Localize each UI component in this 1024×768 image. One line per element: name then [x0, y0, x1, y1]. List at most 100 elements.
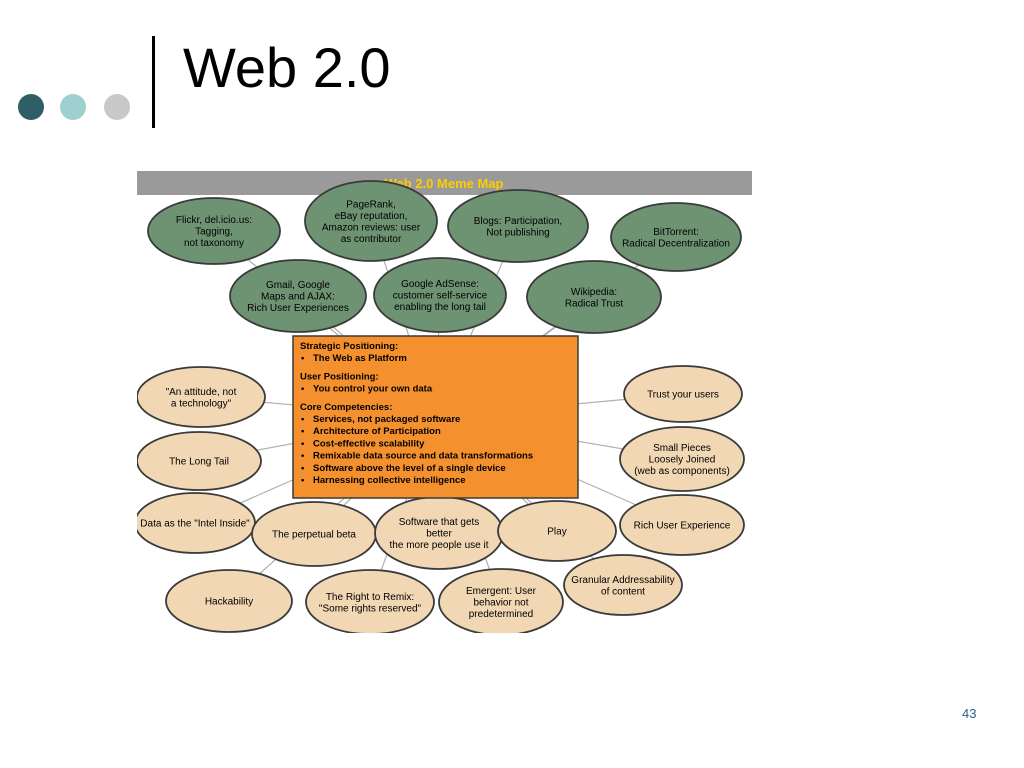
meme-map-title: Web 2.0 Meme Map — [385, 176, 504, 191]
core-bullet-icon: • — [301, 414, 305, 425]
node-ellipse-rich-ux — [619, 494, 745, 556]
meme-map-banner — [137, 171, 752, 195]
node-label-adsense: Google AdSense: — [401, 279, 479, 290]
node-ellipse-blogs — [447, 189, 589, 263]
slide-title: Web 2.0 — [183, 36, 391, 99]
node-label-attitude: "An attitude, not — [166, 387, 237, 398]
core-item: You control your own data — [313, 384, 433, 395]
bullet-dot-light — [60, 94, 86, 120]
node-label-trust-users: Trust your users — [647, 390, 719, 401]
meme-nodes: Flickr, del.icio.us:Tagging,not taxonomy… — [137, 180, 745, 633]
core-item: Harnessing collective intelligence — [313, 475, 466, 486]
node-label-flickr: not taxonomy — [184, 238, 244, 249]
node-wikipedia: Wikipedia:Radical Trust — [526, 260, 662, 334]
node-ellipse-bittorrent — [610, 202, 742, 272]
core-item: Remixable data source and data transform… — [313, 451, 533, 462]
node-label-granular: Granular Addressability — [571, 575, 674, 586]
node-ellipse-attitude — [137, 366, 266, 428]
node-ellipse-play — [497, 500, 617, 562]
node-label-wikipedia: Radical Trust — [565, 298, 624, 309]
meme-map-svg: Web 2.0 Meme Map Flickr, del.icio.us:Tag… — [137, 171, 752, 633]
core-bullet-icon: • — [301, 426, 305, 437]
core-heading: Strategic Positioning: — [300, 341, 398, 352]
node-bittorrent: BitTorrent:Radical Decentralization — [610, 202, 742, 272]
core-rect — [292, 335, 579, 499]
node-ellipse-flickr — [147, 197, 281, 265]
core-item: Architecture of Participation — [313, 426, 441, 437]
node-label-pagerank: eBay reputation, — [335, 211, 408, 222]
node-label-blogs: Blogs: Participation, — [474, 216, 562, 227]
node-label-long-tail: The Long Tail — [169, 457, 229, 468]
core-heading: User Positioning: — [300, 371, 379, 382]
node-ellipse-gmail — [229, 259, 367, 333]
core-bullet-icon: • — [301, 463, 305, 474]
node-label-software-better: better — [426, 529, 452, 540]
core-bullet-icon: • — [301, 438, 305, 449]
node-pagerank: PageRank,eBay reputation,Amazon reviews:… — [304, 180, 438, 262]
node-label-gmail: Gmail, Google — [266, 280, 330, 291]
node-ellipse-wikipedia — [526, 260, 662, 334]
node-label-perpetual-beta: The perpetual beta — [272, 530, 356, 541]
node-label-gmail: Rich User Experiences — [247, 303, 349, 314]
node-label-bittorrent: BitTorrent: — [653, 227, 699, 238]
node-label-emergent: behavior not — [473, 598, 528, 609]
node-rich-ux: Rich User Experience — [619, 494, 745, 556]
node-label-flickr: Tagging, — [195, 227, 233, 238]
node-label-emergent: Emergent: User — [466, 586, 537, 597]
page-number: 43 — [962, 706, 977, 721]
core-bullet-icon: • — [301, 353, 305, 364]
core-bullet-icon: • — [301, 451, 305, 462]
node-ellipse-long-tail — [137, 431, 262, 491]
node-label-wikipedia: Wikipedia: — [571, 287, 617, 298]
node-label-flickr: Flickr, del.icio.us: — [176, 215, 252, 226]
node-ellipse-small-pieces — [619, 426, 745, 492]
node-ellipse-granular — [563, 554, 683, 616]
node-label-blogs: Not publishing — [486, 227, 549, 238]
node-label-small-pieces: (web as components) — [634, 466, 730, 477]
node-label-right-to-remix: The Right to Remix: — [326, 592, 414, 603]
node-ellipse-adsense — [373, 257, 507, 333]
node-label-small-pieces: Small Pieces — [653, 443, 711, 454]
core-item: Services, not packaged software — [313, 414, 460, 425]
bullet-dot-gray — [104, 94, 130, 120]
node-label-bittorrent: Radical Decentralization — [622, 238, 730, 249]
node-ellipse-emergent — [438, 568, 564, 633]
node-label-software-better: the more people use it — [390, 540, 489, 551]
node-label-adsense: customer self-service — [393, 291, 488, 302]
node-label-gmail: Maps and AJAX: — [261, 292, 335, 303]
core-bullet-icon: • — [301, 384, 305, 395]
node-label-intel-inside: Data as the "Intel Inside" — [140, 519, 250, 530]
node-ellipse-trust-users — [623, 365, 743, 423]
node-flickr: Flickr, del.icio.us:Tagging,not taxonomy — [147, 197, 281, 265]
node-perpetual-beta: The perpetual beta — [251, 501, 377, 567]
node-blogs: Blogs: Participation,Not publishing — [447, 189, 589, 263]
node-label-pagerank: as contributor — [341, 234, 402, 245]
node-label-attitude: a technology" — [171, 398, 232, 409]
node-adsense: Google AdSense:customer self-serviceenab… — [373, 257, 507, 333]
node-label-pagerank: Amazon reviews: user — [322, 222, 421, 233]
node-ellipse-right-to-remix — [305, 569, 435, 633]
node-label-emergent: predetermined — [469, 609, 533, 620]
node-ellipse-hackability — [165, 569, 293, 633]
meme-map-diagram: Web 2.0 Meme Map Flickr, del.icio.us:Tag… — [137, 171, 752, 633]
node-label-software-better: Software that gets — [399, 517, 480, 528]
node-label-small-pieces: Loosely Joined — [649, 455, 716, 466]
core-item: Cost-effective scalability — [313, 438, 425, 449]
node-label-pagerank: PageRank, — [346, 199, 395, 210]
core-item: Software above the level of a single dev… — [313, 463, 506, 474]
core-box: Strategic Positioning:•The Web as Platfo… — [292, 335, 579, 499]
node-play: Play — [497, 500, 617, 562]
node-label-adsense: enabling the long tail — [394, 302, 486, 313]
node-label-granular: of content — [601, 586, 645, 597]
core-heading: Core Competencies: — [300, 402, 392, 413]
node-ellipse-pagerank — [304, 180, 438, 262]
node-label-play: Play — [547, 527, 566, 538]
node-label-right-to-remix: "Some rights reserved" — [319, 603, 422, 614]
node-intel-inside: Data as the "Intel Inside" — [137, 492, 256, 554]
core-bullet-icon: • — [301, 475, 305, 486]
